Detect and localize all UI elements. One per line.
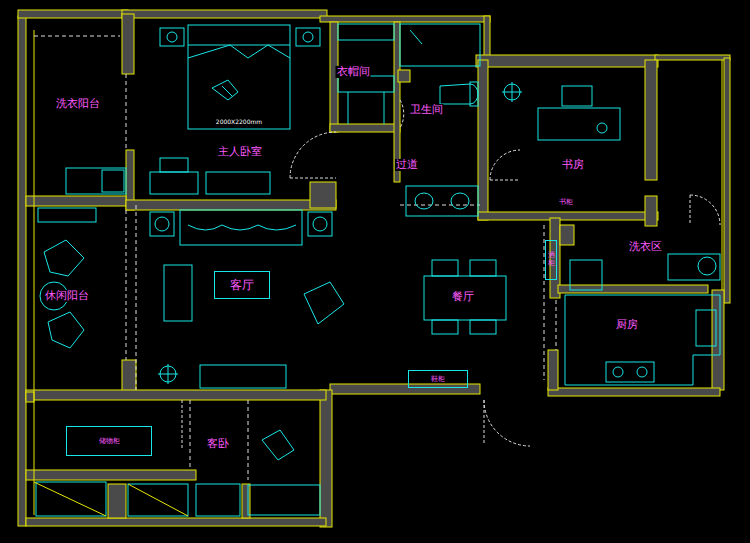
room-name: 卫生间 <box>409 104 444 116</box>
room-name: 衣帽间 <box>336 66 371 78</box>
room-name: 书房 <box>561 159 585 171</box>
room-name: 主人卧室 <box>217 146 263 158</box>
room-name: 厨房 <box>615 319 639 331</box>
furniture-label: 书柜 <box>559 199 573 206</box>
furniture-label: 储物柜 <box>99 438 120 445</box>
storage-cabinet: 储物柜 <box>66 426 152 456</box>
room-name: 客卧 <box>206 438 230 450</box>
furniture-label: 2000X2200mm <box>216 119 262 125</box>
shoe-cabinet: 鞋柜 <box>408 370 468 388</box>
room-name: 休闲阳台 <box>44 290 90 302</box>
room-name: 洗衣阳台 <box>55 98 101 110</box>
coffee-table: 客厅 <box>214 271 270 299</box>
room-name: 过道 <box>395 159 419 171</box>
furniture-label: 客厅 <box>230 279 254 291</box>
furniture-label: 鞋柜 <box>431 376 445 383</box>
room-name: 餐厅 <box>451 291 475 303</box>
wine-cabinet: 酒柜 <box>545 240 557 280</box>
furniture-label: 酒柜 <box>548 252 555 267</box>
bookcase: 书柜 <box>552 195 580 209</box>
bed-dimension: 2000X2200mm <box>198 116 280 127</box>
room-name: 洗衣区 <box>628 241 663 253</box>
